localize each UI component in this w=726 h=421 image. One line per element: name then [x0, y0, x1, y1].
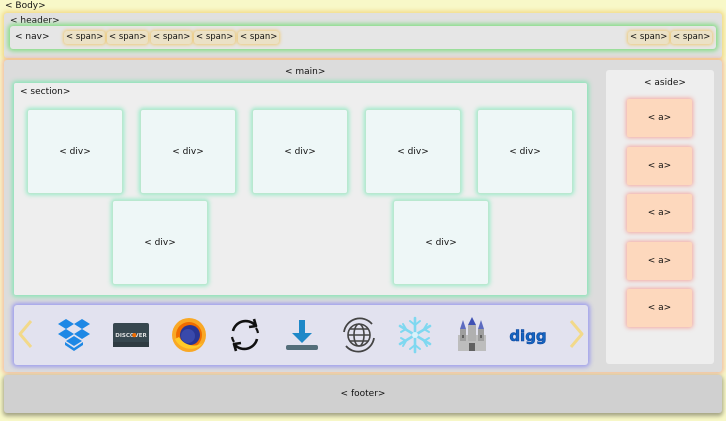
nav-span[interactable]: < span>: [194, 31, 236, 44]
nav-span[interactable]: < span>: [107, 31, 149, 44]
section-label: < section>: [20, 87, 71, 97]
footer-label: < footer>: [340, 389, 386, 399]
section-card[interactable]: < div>: [112, 200, 208, 285]
snowflake-icon[interactable]: [395, 315, 435, 355]
nav-span[interactable]: < span>: [64, 31, 106, 44]
card-label: < div>: [59, 146, 91, 157]
nav-span[interactable]: < span>: [671, 31, 713, 44]
card-label: < div>: [425, 237, 457, 248]
card-label: < div>: [509, 146, 541, 157]
header: < header> < nav> < span> < span> < span>…: [4, 13, 722, 58]
sync-icon[interactable]: [225, 315, 265, 355]
card-label: < div>: [397, 146, 429, 157]
nav-bar: < nav> < span> < span> < span> < span> <…: [10, 26, 716, 49]
card-label: < div>: [284, 146, 316, 157]
card-label: < div>: [172, 146, 204, 157]
chevron-left-icon[interactable]: [16, 318, 34, 353]
nav-label: < nav>: [15, 32, 50, 42]
firefox-icon[interactable]: [169, 315, 209, 355]
aside-link[interactable]: < a>: [627, 194, 692, 232]
chevron-right-icon[interactable]: [568, 318, 586, 353]
aside-label: < aside>: [644, 78, 686, 88]
discover-label: DISCOVER: [115, 333, 147, 339]
dropbox-icon[interactable]: [54, 315, 94, 355]
section-card[interactable]: < div>: [252, 109, 348, 194]
nav-span[interactable]: < span>: [238, 31, 280, 44]
section-card[interactable]: < div>: [477, 109, 573, 194]
card-label: < div>: [144, 237, 176, 248]
section-card[interactable]: < div>: [365, 109, 461, 194]
aside-link-label: < a>: [647, 113, 672, 123]
aside-link-label: < a>: [647, 256, 672, 266]
main-container: < main> < section> < div> < div> < div> …: [4, 60, 722, 372]
main-label: < main>: [285, 67, 326, 77]
section: < section> < div> < div> < div> < div> <…: [14, 83, 587, 295]
section-card[interactable]: < div>: [393, 200, 489, 285]
aside-link[interactable]: < a>: [627, 242, 692, 280]
aside-link[interactable]: < a>: [627, 99, 692, 137]
body-label: < Body>: [5, 1, 46, 11]
download-icon[interactable]: [282, 315, 322, 355]
aside-link[interactable]: < a>: [627, 147, 692, 185]
globe-refresh-icon[interactable]: [339, 315, 379, 355]
digg-label: digg: [509, 327, 546, 345]
header-label: < header>: [10, 16, 60, 26]
aside-link[interactable]: < a>: [627, 289, 692, 327]
nav-span[interactable]: < span>: [151, 31, 193, 44]
nav-span[interactable]: < span>: [628, 31, 670, 44]
aside-link-label: < a>: [647, 303, 672, 313]
aside-link-label: < a>: [647, 208, 672, 218]
section-card[interactable]: < div>: [140, 109, 236, 194]
aside-link-label: < a>: [647, 161, 672, 171]
footer: < footer>: [4, 375, 722, 413]
castle-icon[interactable]: [452, 315, 492, 355]
discover-card-icon[interactable]: DISCOVER: [111, 315, 151, 355]
digg-icon[interactable]: digg: [508, 315, 548, 355]
icon-carousel: DISCOVER: [14, 305, 588, 365]
aside: < aside> < a> < a> < a> < a> < a>: [606, 70, 714, 364]
section-card[interactable]: < div>: [27, 109, 123, 194]
